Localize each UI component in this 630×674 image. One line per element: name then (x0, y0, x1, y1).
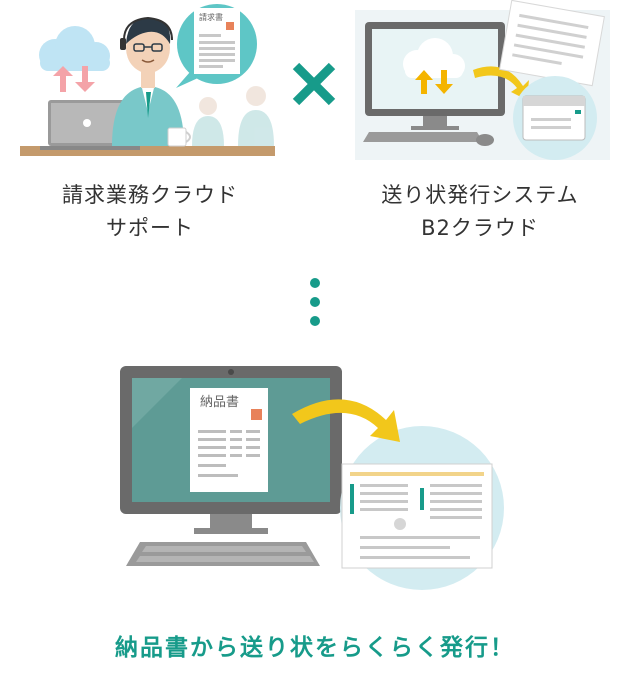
download-arrow-icon (75, 66, 95, 92)
download-arrow-icon (435, 70, 453, 94)
speech-bubble: 請求書 (176, 4, 257, 88)
caption-right-line2: B2クラウド (421, 216, 539, 240)
laptop-icon (40, 100, 140, 150)
delivery-note-document: 納品書 (190, 388, 268, 492)
invoice-doc-label: 請求書 (199, 12, 223, 22)
seal-stamp-icon (251, 409, 262, 420)
keyboard-icon (363, 132, 483, 142)
b2-cloud-caption: 送り状発行システム B2クラウド (330, 179, 630, 245)
dot (310, 278, 320, 288)
b2-cloud-illustration (355, 0, 610, 160)
support-staff-person (112, 16, 184, 146)
webcam-icon (228, 369, 234, 375)
upload-arrow-icon (415, 70, 433, 94)
coffee-cup-icon (167, 127, 191, 147)
caption-right-line1: 送り状発行システム (381, 183, 579, 207)
billing-cloud-support-illustration: 請求書 (20, 4, 275, 156)
printer-icon (522, 95, 586, 141)
upload-arrow-icon (53, 66, 73, 92)
caption-left-line2: サポート (106, 216, 194, 240)
shipping-label-sheet (341, 463, 493, 569)
transfer-arrow-icon (473, 66, 529, 100)
keyboard-icon (126, 542, 320, 566)
background-staff (192, 86, 274, 146)
cloud-upload-icon (403, 38, 465, 94)
headline: 納品書から送り状をらくらく発行！ (115, 635, 515, 661)
billing-cloud-support-caption: 請求業務クラウド サポート (0, 179, 300, 245)
invoice-document-icon: 請求書 (194, 8, 240, 74)
cross-icon (292, 62, 336, 106)
delivery-note-label: 納品書 (200, 395, 239, 410)
dot (310, 297, 320, 307)
desk (20, 146, 275, 156)
mouse-icon (476, 134, 494, 146)
dot (310, 316, 320, 326)
shipping-label-sheet (499, 0, 605, 87)
cloud-sync-icon (39, 26, 110, 92)
caption-left-line1: 請求業務クラウド (62, 183, 238, 207)
vertical-dots-icon (307, 272, 323, 332)
delivery-note-to-label-illustration: 納品書 (120, 366, 504, 590)
curved-arrow-icon (292, 399, 400, 442)
